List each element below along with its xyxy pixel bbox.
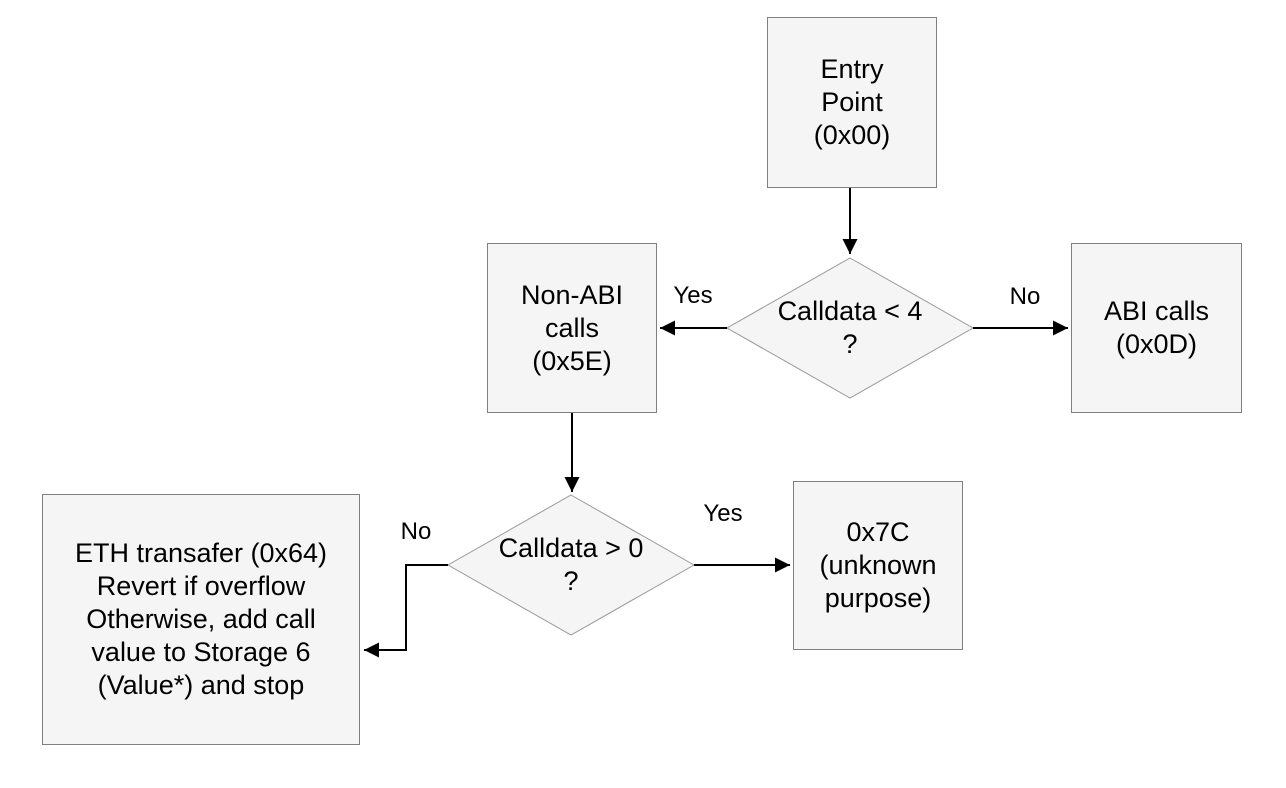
- node-unknown-0x7c: 0x7C (unknown purpose): [793, 481, 963, 650]
- edge-label-gt0-no: No: [400, 518, 432, 545]
- connector-gt0-no-to-eth-transfer: [364, 564, 448, 658]
- edge-label-gt0-yes: Yes: [703, 500, 743, 527]
- decision-calldata-lt-4-label: Calldata < 4 ?: [777, 296, 923, 359]
- decision-calldata-gt-0-shape: [446, 494, 696, 636]
- edge-label-lt4-yes: Yes: [673, 282, 713, 309]
- decision-calldata-lt-4-shape: [725, 257, 975, 399]
- edge-label-lt4-no: No: [1009, 283, 1041, 310]
- node-entry-point: Entry Point (0x00): [767, 17, 937, 188]
- node-non-abi-calls: Non-ABI calls (0x5E): [487, 243, 657, 413]
- node-eth-transfer: ETH transafer (0x64) Revert if overflow …: [42, 494, 360, 745]
- node-abi-calls: ABI calls (0x0D): [1071, 243, 1242, 413]
- decision-calldata-gt-0-label: Calldata > 0 ?: [498, 533, 644, 596]
